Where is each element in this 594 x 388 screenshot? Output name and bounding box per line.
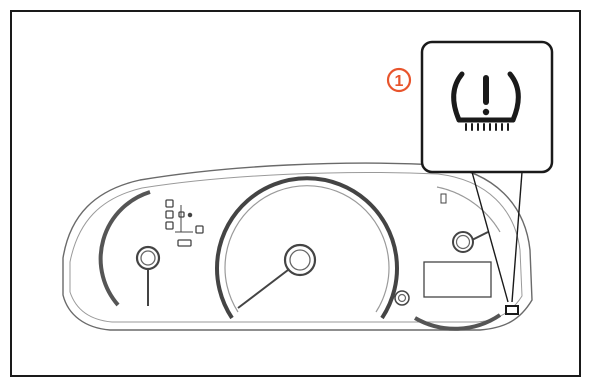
right-gauge-ring <box>413 313 502 331</box>
callout-box <box>420 40 554 174</box>
right-gauge-needle <box>471 231 489 241</box>
trip-knob <box>394 290 410 306</box>
right-gauge <box>413 186 502 331</box>
tpms-warning-light-location <box>505 305 519 315</box>
left-gauge-hub <box>135 245 161 271</box>
indicator-lamps <box>165 199 204 247</box>
left-gauge <box>98 190 161 307</box>
indicator-lamp <box>177 239 192 247</box>
indicator-lamp <box>165 210 174 219</box>
right-indicator-lamp <box>440 193 447 204</box>
speedometer <box>215 176 399 320</box>
indicator-lamp <box>165 199 174 208</box>
indicator-lamp <box>165 221 174 230</box>
tire-pressure-warning-icon <box>451 71 521 131</box>
cluster-inner-outline <box>69 172 523 323</box>
multi-info-display <box>423 261 492 298</box>
speedometer-outer-ring <box>215 176 399 320</box>
indicator-lamp <box>195 225 204 234</box>
callout-number: 1 <box>395 73 404 90</box>
speedometer-needle <box>237 269 289 309</box>
callout-number-badge: 1 <box>386 67 412 93</box>
callout-pointer <box>471 171 523 303</box>
left-gauge-ring <box>98 190 151 307</box>
